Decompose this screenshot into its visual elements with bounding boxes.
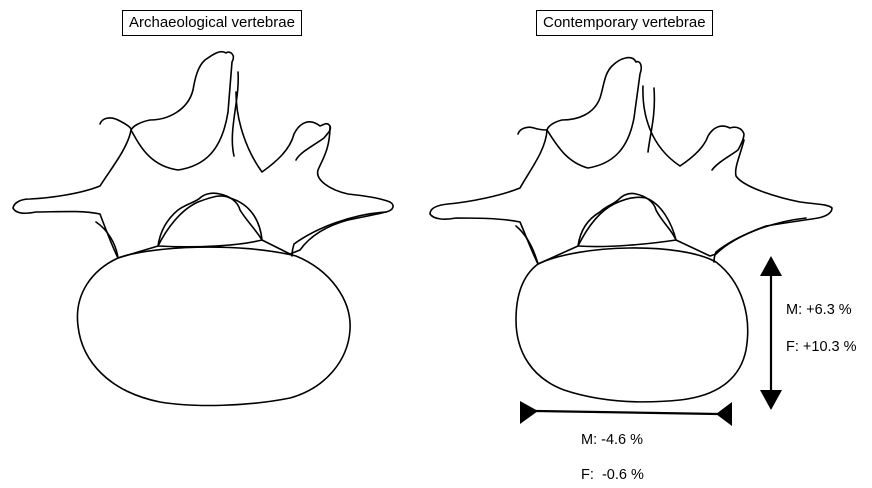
height-male-label: M: +6.3 %: [786, 302, 852, 318]
contemporary-midline: [648, 88, 654, 152]
archaeological-title: Archaeological vertebrae: [122, 10, 302, 36]
contemporary-pedicle-right: [714, 218, 806, 262]
contemporary-articular-process: [643, 86, 744, 170]
width-arrow-right-head: [716, 402, 732, 426]
contemporary-vertebral-body: [516, 248, 748, 402]
width-arrow: [520, 401, 732, 426]
height-arrow: [760, 256, 782, 410]
archaeological-articular-process: [236, 92, 330, 172]
width-arrow-left-head: [520, 401, 538, 424]
archaeological-vertebral-body: [77, 247, 350, 405]
contemporary-vertebral-canal: [578, 193, 676, 246]
width-female-label: F: -0.6 %: [581, 467, 644, 483]
height-female-label: F: +10.3 %: [786, 339, 857, 355]
contemporary-title: Contemporary vertebrae: [536, 10, 713, 36]
width-male-label: M: -4.6 %: [581, 432, 643, 448]
archaeological-vertebral-canal: [158, 193, 262, 247]
contemporary-arch: [430, 127, 832, 264]
archaeological-vertebra: [13, 52, 393, 406]
contemporary-spinous-process: [547, 58, 641, 168]
archaeological-spinous-process: [131, 52, 233, 170]
height-arrow-top-head: [760, 256, 782, 276]
archaeological-arch: [13, 118, 393, 258]
archaeological-pedicle-right: [292, 212, 386, 256]
height-arrow-bottom-head: [760, 390, 782, 410]
